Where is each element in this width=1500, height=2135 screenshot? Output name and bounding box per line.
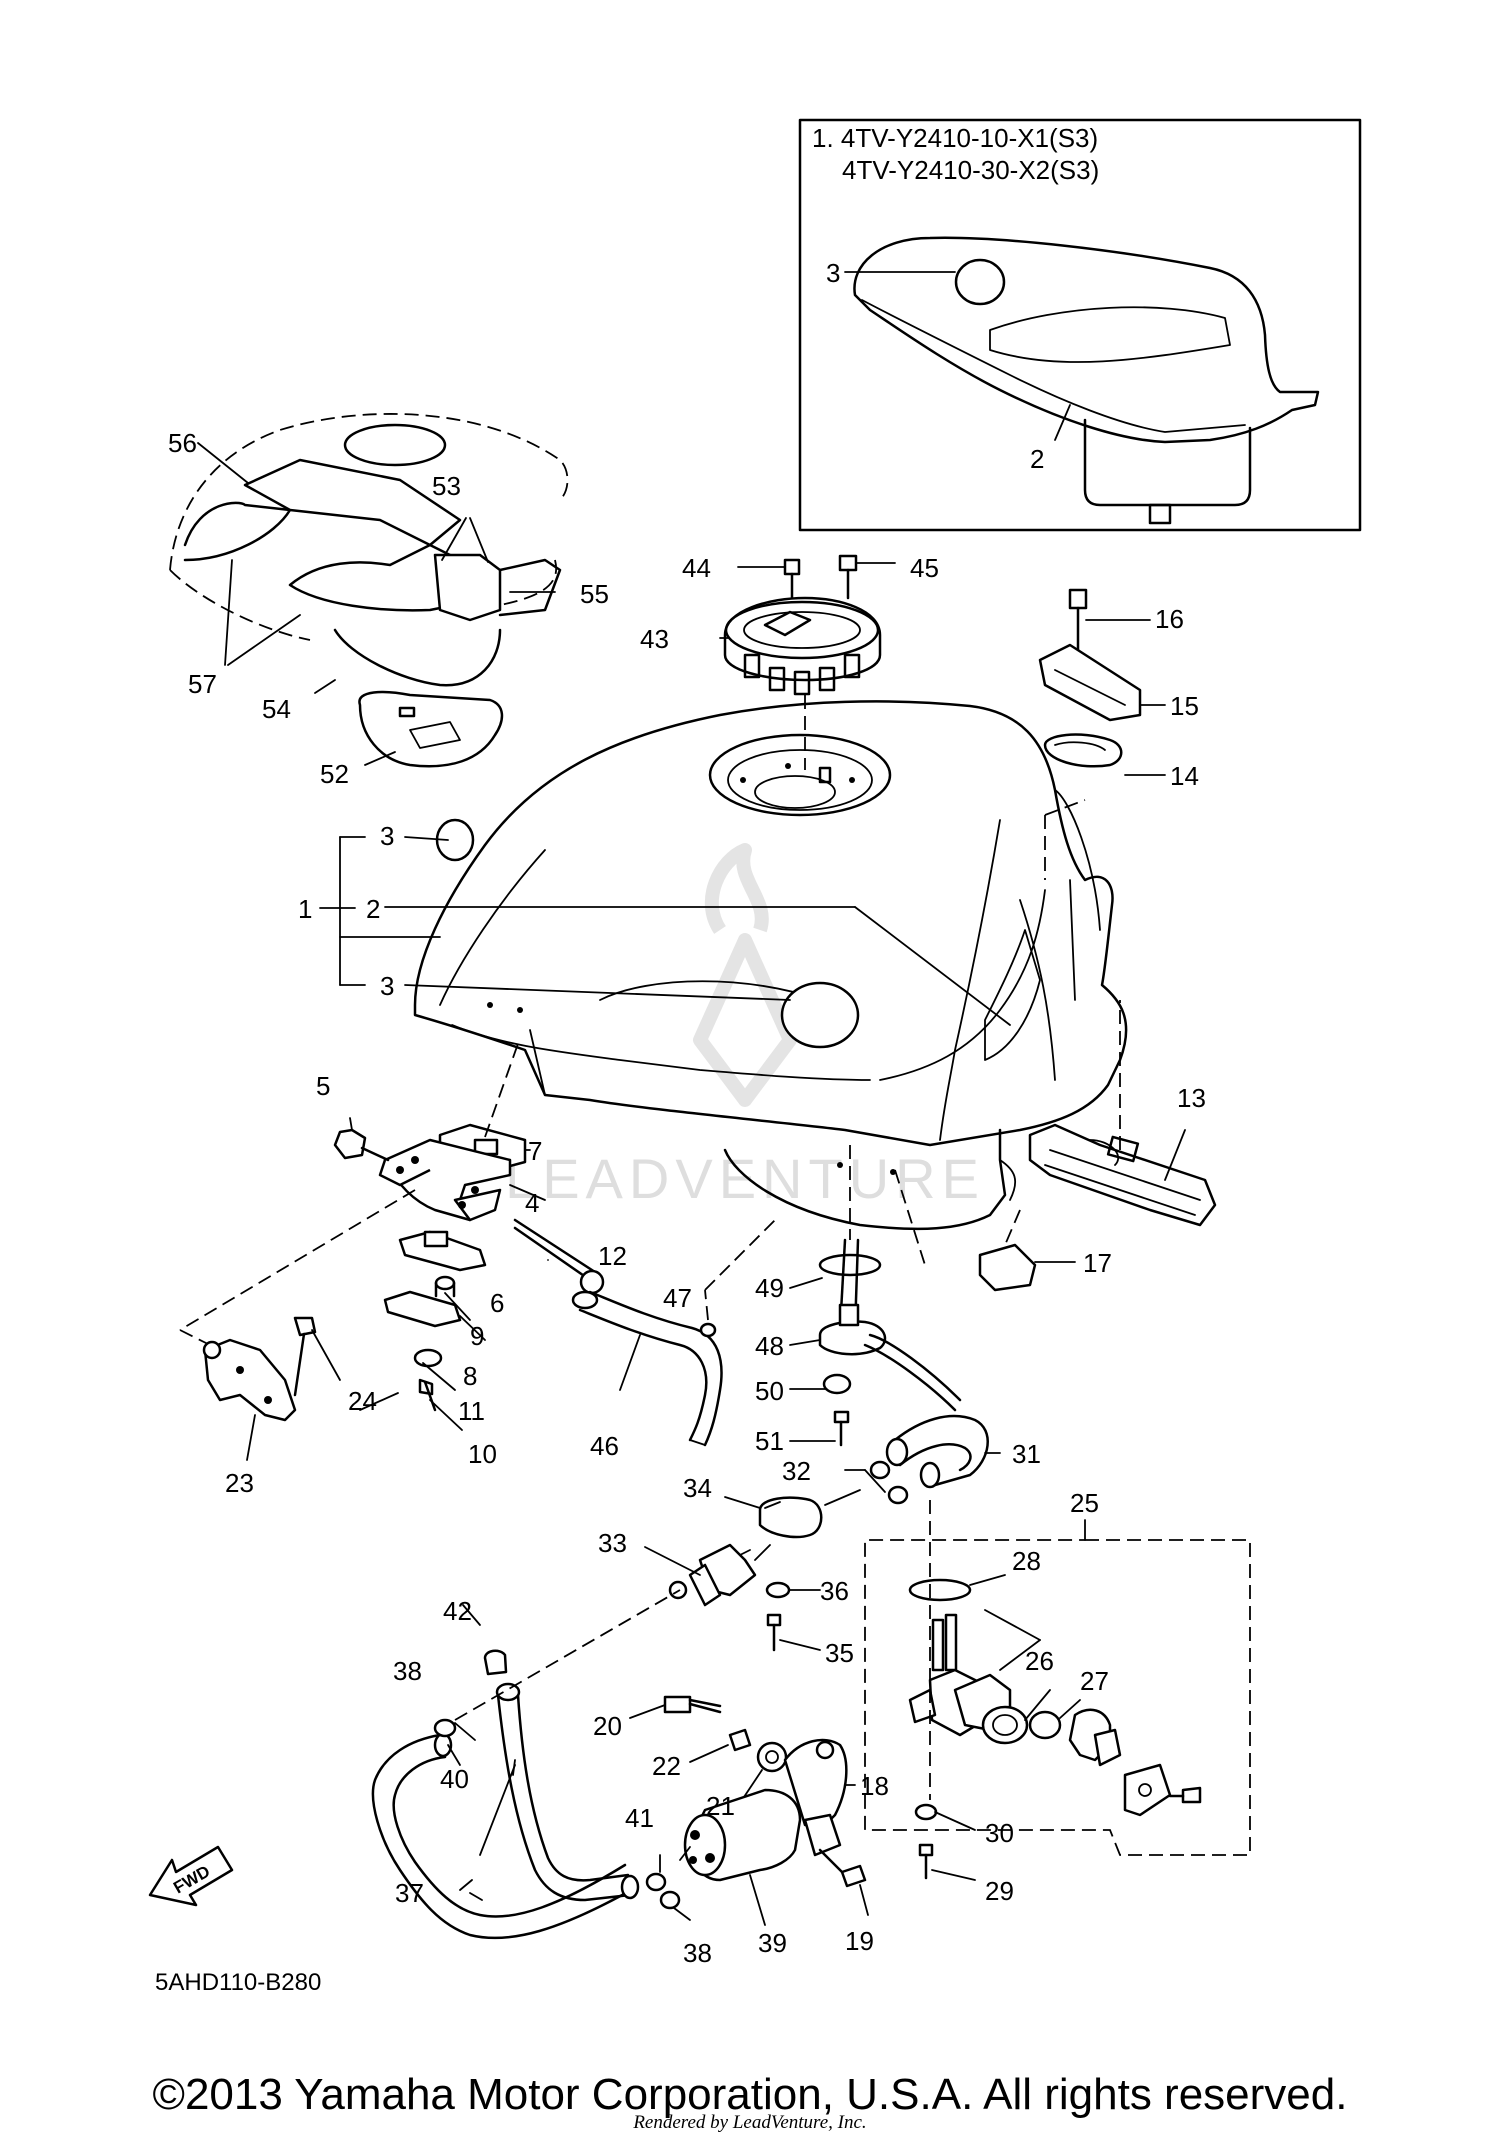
rendered-by-notice: Rendered by LeadVenture, Inc. [633, 2112, 867, 2133]
mount-pad [1038, 588, 1166, 880]
callout-21: 21 [706, 1791, 735, 1821]
callout-44: 44 [682, 553, 711, 583]
callout-9: 9 [470, 1321, 484, 1351]
callout-7: 7 [528, 1136, 542, 1166]
watermark-text: LEADVENTURE [505, 1147, 985, 1210]
callout-47: 47 [663, 1283, 692, 1313]
breather-hose [571, 1219, 776, 1447]
diagram-code: 5AHD110-B280 [155, 1969, 321, 1996]
copyright-notice: ©2013 Yamaha Motor Corporation, U.S.A. A… [152, 2070, 1348, 2119]
callout-3-top: 3 [380, 821, 394, 851]
callout-labels: 1 2 3 3 4 5 6 7 8 9 10 11 12 13 14 15 16… [168, 428, 1206, 1968]
callout-16: 16 [1155, 604, 1184, 634]
callout-27: 27 [1080, 1666, 1109, 1696]
fuel-pump [683, 1788, 802, 1926]
callout-8: 8 [463, 1361, 477, 1391]
callout-23: 23 [225, 1468, 254, 1498]
callout-53: 53 [432, 471, 461, 501]
callout-41: 41 [625, 1803, 654, 1833]
filter-clamp [724, 1489, 861, 1652]
callout-56: 56 [168, 428, 197, 458]
callout-37: 37 [395, 1878, 424, 1908]
callout-33: 33 [598, 1528, 627, 1558]
fuel-hoses [371, 1589, 691, 1940]
callout-32: 32 [782, 1456, 811, 1486]
pump-bracket [629, 1695, 869, 1916]
callout-6: 6 [490, 1288, 504, 1318]
callout-51: 51 [755, 1426, 784, 1456]
callout-34: 34 [683, 1473, 712, 1503]
block-17 [978, 1209, 1076, 1292]
callout-39: 39 [758, 1928, 787, 1958]
callout-40: 40 [440, 1764, 469, 1794]
callout-46: 46 [590, 1431, 619, 1461]
fwd-arrow-icon: FWD [148, 1845, 234, 1907]
callout-30: 30 [985, 1818, 1014, 1848]
callout-45: 45 [910, 553, 939, 583]
inset-line-1: 1. 4TV-Y2410-10-X1(S3) [812, 123, 1098, 153]
fuel-filter [644, 1543, 771, 1607]
callout-35: 35 [825, 1638, 854, 1668]
tank-cover [169, 413, 569, 768]
callout-52: 52 [320, 759, 349, 789]
callout-26: 26 [1025, 1646, 1054, 1676]
callout-55: 55 [580, 579, 609, 609]
callout-50: 50 [755, 1376, 784, 1406]
inset-tank-shell [853, 236, 1320, 444]
tank-emblem [780, 981, 860, 1049]
callout-42: 42 [443, 1596, 472, 1626]
callout-19: 19 [845, 1926, 874, 1956]
callout-15: 15 [1170, 691, 1199, 721]
callout-10: 10 [468, 1439, 497, 1469]
callout-18: 18 [860, 1771, 889, 1801]
callout-4: 4 [525, 1188, 539, 1218]
callout-49: 49 [755, 1273, 784, 1303]
callout-28: 28 [1012, 1546, 1041, 1576]
cap-bolts [737, 554, 896, 600]
callout-5: 5 [316, 1071, 330, 1101]
u-hose [844, 1414, 1001, 1505]
callout-29: 29 [985, 1876, 1014, 1906]
callout-31: 31 [1012, 1439, 1041, 1469]
inset-callout-3: 3 [826, 258, 840, 288]
callout-43: 43 [640, 624, 669, 654]
callout-22: 22 [652, 1751, 681, 1781]
bracket-assembly [179, 1037, 605, 1431]
callout-11: 11 [458, 1396, 485, 1426]
callout-54: 54 [262, 694, 291, 724]
callout-1: 1 [298, 894, 312, 924]
fuel-cap [723, 596, 882, 770]
callout-36: 36 [820, 1576, 849, 1606]
inset-panel: 1. 4TV-Y2410-10-X1(S3) 4TV-Y2410-30-X2(S… [798, 118, 1362, 532]
inset-emblem [954, 258, 1006, 306]
inset-line-2: 4TV-Y2410-30-X2(S3) [842, 155, 1099, 185]
leadventure-watermark: LEADVENTURE [505, 843, 985, 1210]
callout-2: 2 [366, 894, 380, 924]
bracket-23 [202, 1316, 341, 1461]
callout-38-bottom: 38 [683, 1938, 712, 1968]
callout-25: 25 [1070, 1488, 1099, 1518]
inset-callout-2: 2 [1030, 444, 1044, 474]
callout-48: 48 [755, 1331, 784, 1361]
callout-24: 24 [348, 1386, 377, 1416]
callout-20: 20 [593, 1711, 622, 1741]
callout-13: 13 [1177, 1083, 1206, 1113]
fuel-cock-box [864, 1500, 1251, 1881]
rubber-damper [1028, 1000, 1217, 1227]
callout-38-left: 38 [393, 1656, 422, 1686]
callout-14: 14 [1170, 761, 1199, 791]
callout-17: 17 [1083, 1248, 1112, 1278]
fuel-tank [413, 700, 1128, 1231]
callout-12: 12 [598, 1241, 627, 1271]
callout-57: 57 [188, 669, 217, 699]
callout-3-bottom: 3 [380, 971, 394, 1001]
fuel-sender [789, 1145, 962, 1447]
tank-callout-lines [319, 637, 1011, 1026]
